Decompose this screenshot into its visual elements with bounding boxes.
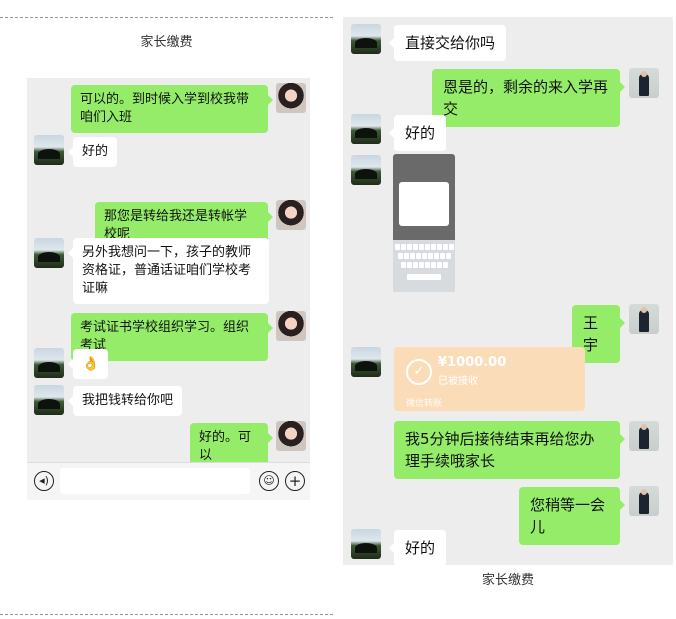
- message-bubble: 考试证书学校组织学习。组织考试: [71, 313, 273, 361]
- message-bubble: 直接交给你吗: [388, 25, 507, 61]
- transfer-amount: ¥1000.00: [438, 355, 507, 370]
- avatar[interactable]: [276, 311, 306, 341]
- input-bar: ◂) ☺ +: [27, 462, 310, 500]
- ok-hand-emoji: 👌: [67, 349, 109, 379]
- check-icon: ✓: [406, 359, 432, 385]
- message-bubble: 恩是的，剩余的来入学再交: [432, 69, 625, 127]
- avatar[interactable]: [629, 486, 659, 516]
- avatar[interactable]: [629, 68, 659, 98]
- top-divider: [0, 17, 333, 18]
- left-title: 家长缴费: [140, 35, 193, 50]
- message-bubble: 可以的。到时候入学到校我带咱们入班: [71, 85, 273, 133]
- avatar[interactable]: [34, 348, 64, 378]
- emoji-icon[interactable]: ☺: [259, 471, 279, 491]
- avatar[interactable]: [34, 238, 64, 268]
- right-caption: 家长缴费: [481, 573, 534, 588]
- avatar[interactable]: [351, 347, 381, 377]
- plus-icon[interactable]: +: [285, 471, 305, 491]
- avatar[interactable]: [276, 421, 306, 451]
- avatar[interactable]: [351, 155, 381, 185]
- transfer-footer: 微信转账: [406, 399, 443, 409]
- bottom-divider: [0, 614, 333, 615]
- message-bubble: 好的: [67, 137, 118, 167]
- avatar[interactable]: [351, 529, 381, 559]
- transfer-status: 已被接收: [438, 376, 478, 387]
- message-bubble: 好的: [388, 530, 447, 566]
- avatar[interactable]: [34, 135, 64, 165]
- screenshot-image[interactable]: [393, 154, 455, 292]
- avatar[interactable]: [276, 83, 306, 113]
- message-bubble: 另外我想问一下，孩子的教师资格证，普通话证咱们学校考证嘛: [68, 238, 269, 304]
- dialog-graphic: [399, 182, 449, 226]
- message-bubble: 您稍等一会儿: [519, 487, 625, 545]
- avatar[interactable]: [276, 200, 306, 230]
- avatar[interactable]: [351, 24, 381, 54]
- avatar[interactable]: [629, 304, 659, 334]
- avatar[interactable]: [34, 385, 64, 415]
- message-bubble: 我把钱转给你吧: [67, 386, 183, 416]
- message-bubble: 好的: [388, 115, 447, 151]
- voice-icon[interactable]: ◂): [34, 471, 54, 491]
- message-input[interactable]: [60, 468, 250, 494]
- keyboard-graphic: [393, 240, 455, 292]
- message-bubble: 我5分钟后接待结束再给您办理手续哦家长: [394, 421, 625, 479]
- transfer-card[interactable]: ✓ ¥1000.00 已被接收 微信转账: [394, 347, 585, 411]
- avatar[interactable]: [351, 114, 381, 144]
- avatar[interactable]: [629, 421, 659, 451]
